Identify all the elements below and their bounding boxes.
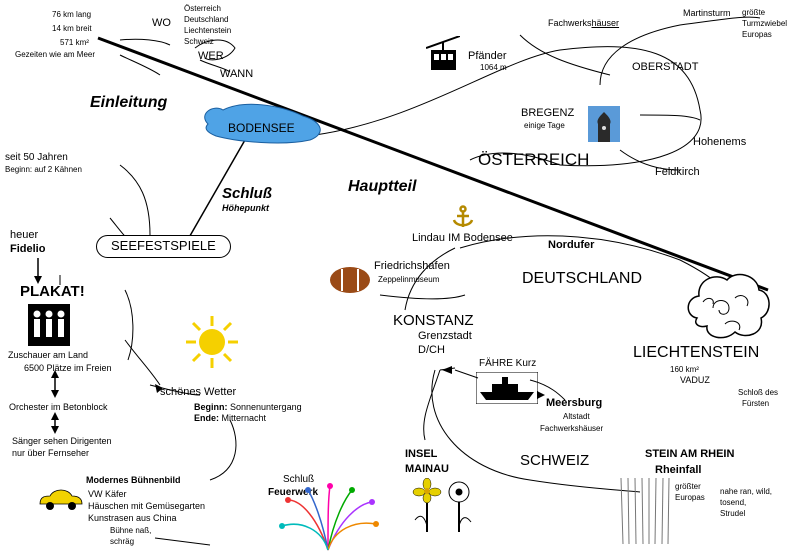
car-icon xyxy=(39,489,83,510)
finale-1: Schluß xyxy=(283,474,315,485)
stage-item-4: Bühne naß, xyxy=(110,526,152,535)
liechtenstein-title: LIECHTENSTEIN xyxy=(633,344,760,361)
audience-icon xyxy=(28,304,70,346)
dch: D/CH xyxy=(418,344,445,356)
stage-item-3: Kunstrasen aus China xyxy=(88,513,177,523)
pfaender-height: 1064 m xyxy=(480,63,507,72)
onion-1: größte xyxy=(742,8,766,17)
heading-main: Hauptteil xyxy=(348,178,417,195)
festival-orchestra: Orchester im Betonblock xyxy=(9,402,108,412)
football-icon xyxy=(330,267,370,293)
festival-singers-2: nur über Fernseher xyxy=(12,448,90,458)
flowers-icon xyxy=(412,478,472,532)
intro-wann: WANN xyxy=(220,68,254,80)
cable-car-icon xyxy=(426,36,460,70)
friedrichshafen: Friedrichshafen xyxy=(374,260,450,272)
sun-icon xyxy=(186,316,238,368)
largest-1: größter xyxy=(675,482,701,491)
austria-title: ÖSTERREICH xyxy=(478,150,590,169)
fact-width: 14 km breit xyxy=(52,24,92,33)
festival-beginning: Beginn: auf 2 Kähnen xyxy=(5,165,82,174)
heading-conclusion-sub: Höhepunkt xyxy=(222,203,269,213)
heading-intro: Einleitung xyxy=(90,94,168,111)
intro-wer: WER xyxy=(198,50,224,62)
altstadt: Altstadt xyxy=(563,412,590,421)
fireworks-icon xyxy=(279,483,379,551)
intro-wo: WO xyxy=(152,17,171,29)
festival-poster: PLAKAT! xyxy=(20,283,85,300)
fact-tides: Gezeiten wie am Meer xyxy=(15,50,96,59)
onion-2: Turmzwiebel xyxy=(742,19,788,28)
bregenz-days: einige Tage xyxy=(524,121,565,130)
fact-area: 571 km² xyxy=(60,38,89,47)
onion-3: Europas xyxy=(742,30,772,39)
stage-title: Modernes Bühnenbild xyxy=(86,475,181,485)
bregenz: BREGENZ xyxy=(521,107,575,119)
festival-seats: 6500 Plätze im Freien xyxy=(24,363,112,373)
largest-2: Europas xyxy=(675,493,705,502)
border-town: Grenzstadt xyxy=(418,330,472,342)
center-title: BODENSEE xyxy=(228,121,295,135)
country-li: Liechtenstein xyxy=(184,26,232,35)
half-timbered: Fachwerkshäuser xyxy=(548,18,620,28)
stage-item-2: Häuschen mit Gemüsegarten xyxy=(88,501,206,511)
festival-this-year: heuer xyxy=(10,229,39,241)
festival-title: SEEFESTSPIELE xyxy=(96,235,231,258)
fachwerk: Fachwerkshäuser xyxy=(540,424,604,433)
zeppelin: Zeppelinmuseum xyxy=(378,275,440,284)
lindau: Lindau IM Bodensee xyxy=(412,232,513,244)
oberstadt: OBERSTADT xyxy=(632,61,699,73)
wild-1: nahe ran, wild, xyxy=(720,487,773,496)
pfaender: Pfänder xyxy=(468,50,507,62)
konstanz: KONSTANZ xyxy=(393,312,474,329)
festival-since: seit 50 Jahren xyxy=(5,152,68,163)
martinsturm: Martinsturm xyxy=(683,8,731,18)
festival-end: Ende: Mitternacht xyxy=(194,413,267,423)
stage-item-5: schräg xyxy=(110,537,135,546)
finale-2: Feuerwerk xyxy=(268,487,319,498)
mainau-2: MAINAU xyxy=(405,463,449,475)
stein-am-rhein: STEIN AM RHEIN xyxy=(645,448,735,460)
anchor-icon xyxy=(452,205,474,227)
wild-3: Strudel xyxy=(720,509,746,518)
li-castle-1: Schloß des xyxy=(738,388,779,397)
main-axis-line xyxy=(97,36,769,292)
stage-item-1: VW Käfer xyxy=(88,489,127,499)
ship-icon xyxy=(476,372,538,404)
switzerland-title: SCHWEIZ xyxy=(520,452,590,469)
tower-icon xyxy=(588,106,620,142)
wild-2: tosend, xyxy=(720,498,747,507)
mainau-1: INSEL xyxy=(405,448,438,460)
cloud-icon xyxy=(687,273,770,339)
rheinfall: Rheinfall xyxy=(655,464,702,476)
waterfall-icon xyxy=(620,477,670,545)
li-area: 160 km² xyxy=(670,365,699,374)
country-de: Deutschland xyxy=(184,15,229,24)
festival-weather: schönes Wetter xyxy=(160,386,237,398)
festival-begin: Beginn: Sonnenuntergang xyxy=(194,402,302,412)
li-castle-2: Fürsten xyxy=(742,399,770,408)
li-capital: VADUZ xyxy=(680,375,710,385)
north-shore: Nordufer xyxy=(548,239,595,251)
festival-singers-1: Sänger sehen Dirigenten xyxy=(12,436,112,446)
hohenems: Hohenems xyxy=(693,136,747,148)
meersburg: Meersburg xyxy=(546,397,603,409)
country-ch: Schweiz xyxy=(184,37,214,46)
fact-length: 76 km lang xyxy=(52,10,92,19)
festival-audience: Zuschauer am Land xyxy=(8,350,89,360)
feldkirch: Feldkirch xyxy=(655,166,700,178)
germany-title: DEUTSCHLAND xyxy=(522,270,643,287)
heading-conclusion: Schluß xyxy=(222,185,273,202)
country-at: Österreich xyxy=(184,4,221,13)
festival-opera: Fidelio xyxy=(10,243,46,255)
ferry: FÄHRE Kurz xyxy=(479,358,537,369)
lake-shape xyxy=(204,103,321,144)
